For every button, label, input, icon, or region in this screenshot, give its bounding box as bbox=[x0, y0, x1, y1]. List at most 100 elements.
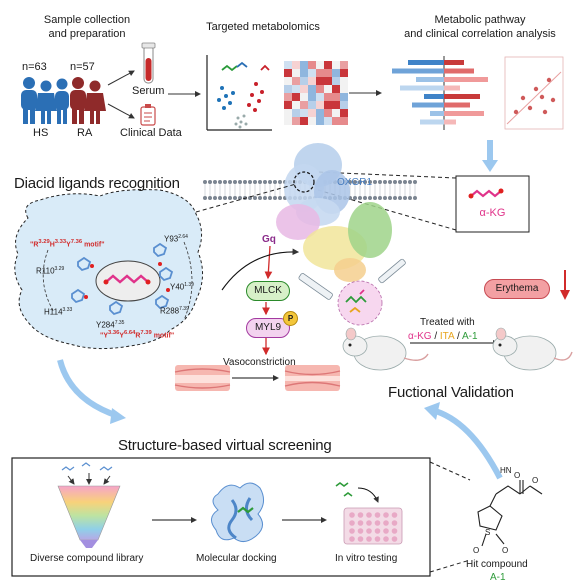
heatmap-cell bbox=[300, 101, 308, 109]
heatmap-cell bbox=[292, 109, 300, 117]
residue-h114: H1143.33 bbox=[44, 307, 73, 317]
heatmap-cell bbox=[332, 117, 340, 125]
plate-well bbox=[349, 536, 355, 542]
plate-well bbox=[374, 528, 381, 534]
hs-count: n=63 bbox=[22, 61, 47, 73]
heatmap-cell bbox=[324, 101, 332, 109]
heatmap-cell bbox=[292, 85, 300, 93]
pathway-bar-right bbox=[444, 68, 474, 74]
heatmap-cell bbox=[300, 61, 308, 69]
residue-y40: Y401.39 bbox=[170, 282, 194, 292]
treatment-list: α-KG / ITA / A-1 bbox=[408, 331, 478, 342]
pathway-bar-left bbox=[430, 111, 444, 116]
plate-well bbox=[374, 520, 381, 526]
heatmap-cell bbox=[284, 85, 292, 93]
heatmap-cell bbox=[308, 69, 316, 77]
pathway-bar-icon bbox=[392, 56, 488, 130]
heatmap-cell bbox=[340, 101, 348, 109]
blood-vessel-right-icon bbox=[284, 365, 341, 391]
atom-o-sulfone-2: O bbox=[502, 546, 509, 555]
pathway-bar-right bbox=[444, 119, 456, 125]
pathway-bar-right bbox=[444, 85, 460, 91]
plate-well bbox=[349, 528, 355, 534]
heatmap-cell bbox=[316, 61, 324, 69]
plate-well bbox=[366, 520, 372, 526]
heatmap-cell bbox=[332, 85, 340, 93]
heatmap-cell bbox=[316, 101, 324, 109]
hit-compound-label: Hit compound bbox=[466, 559, 528, 570]
heatmap-cell bbox=[284, 61, 292, 69]
heatmap-icon bbox=[284, 61, 348, 125]
heatmap-cell bbox=[308, 93, 316, 101]
pathway-bar-right bbox=[444, 94, 480, 99]
heatmap-cell bbox=[284, 93, 292, 101]
ra-count: n=57 bbox=[70, 61, 95, 73]
phospho-badge: P bbox=[283, 311, 298, 326]
heatmap-cell bbox=[316, 85, 324, 93]
pathway-bar-right bbox=[444, 102, 470, 108]
clinical-clipboard-icon bbox=[140, 104, 156, 126]
heatmap-cell bbox=[332, 93, 340, 101]
plate-well bbox=[383, 528, 389, 534]
heatmap-cell bbox=[284, 101, 292, 109]
pathway-bar-right bbox=[444, 60, 464, 65]
heatmap-cell bbox=[316, 109, 324, 117]
heatmap-cell bbox=[324, 69, 332, 77]
plate-well bbox=[374, 512, 381, 518]
oxgr1-label: OXGR1 bbox=[337, 177, 373, 188]
heatmap-cell bbox=[308, 101, 316, 109]
hs-people-icon bbox=[21, 77, 69, 124]
heatmap-cell bbox=[308, 61, 316, 69]
pathway-bar-left bbox=[412, 102, 444, 108]
serum-tube-icon bbox=[141, 42, 156, 84]
heatmap-cell bbox=[300, 69, 308, 77]
plate-well bbox=[357, 536, 364, 542]
mouse-left-icon bbox=[342, 327, 429, 371]
motif-top-label: "R3.29H3.33Y7.36 motif" bbox=[30, 239, 105, 249]
plate-well bbox=[357, 520, 364, 526]
syringe-icon bbox=[298, 258, 406, 300]
pathway-bar-left bbox=[408, 60, 444, 65]
heatmap-cell bbox=[316, 77, 324, 85]
atom-o-sulfone-1: O bbox=[473, 546, 480, 555]
step-invitro-label: In vitro testing bbox=[335, 553, 398, 564]
heatmap-cell bbox=[308, 109, 316, 117]
heatmap-cell bbox=[324, 61, 332, 69]
plate-well bbox=[357, 528, 364, 534]
heatmap-cell bbox=[332, 101, 340, 109]
akg-box bbox=[455, 175, 530, 233]
heatmap-cell bbox=[332, 69, 340, 77]
heatmap-cell bbox=[340, 69, 348, 77]
heatmap-cell bbox=[332, 109, 340, 117]
plate-well bbox=[391, 520, 398, 526]
atom-o-carbonyl: O bbox=[514, 471, 521, 480]
akg-label: α-KG bbox=[479, 207, 506, 219]
pathway-bar-right bbox=[444, 111, 484, 116]
residue-y93: Y932.64 bbox=[164, 234, 188, 244]
sample-title: Sample collection and preparation bbox=[43, 14, 131, 40]
heatmap-cell bbox=[308, 77, 316, 85]
heatmap-cell bbox=[292, 101, 300, 109]
heatmap-cell bbox=[308, 117, 316, 125]
plate-well bbox=[391, 536, 398, 542]
plate-well bbox=[383, 512, 389, 518]
clinical-data-label: Clinical Data bbox=[120, 127, 182, 139]
heatmap-cell bbox=[316, 117, 324, 125]
heatmap-cell bbox=[284, 109, 292, 117]
validation-title: Fuctional Validation bbox=[388, 384, 514, 401]
heatmap-cell bbox=[324, 93, 332, 101]
erythema-badge: Erythema bbox=[484, 279, 550, 299]
heatmap-cell bbox=[340, 93, 348, 101]
screening-title: Structure-based virtual screening bbox=[118, 437, 332, 454]
heatmap-cell bbox=[340, 117, 348, 125]
plate-well bbox=[366, 528, 372, 534]
plate-well bbox=[366, 512, 372, 518]
heatmap-cell bbox=[300, 85, 308, 93]
in-vitro-plate-icon bbox=[335, 482, 403, 545]
treated-with-label: Treated with bbox=[420, 317, 475, 328]
pathway-bar-left bbox=[400, 85, 444, 91]
ra-people-icon bbox=[70, 77, 106, 124]
hit-compound-structure bbox=[477, 480, 543, 547]
compound-funnel-icon bbox=[57, 462, 121, 548]
ra-label: RA bbox=[77, 127, 93, 139]
